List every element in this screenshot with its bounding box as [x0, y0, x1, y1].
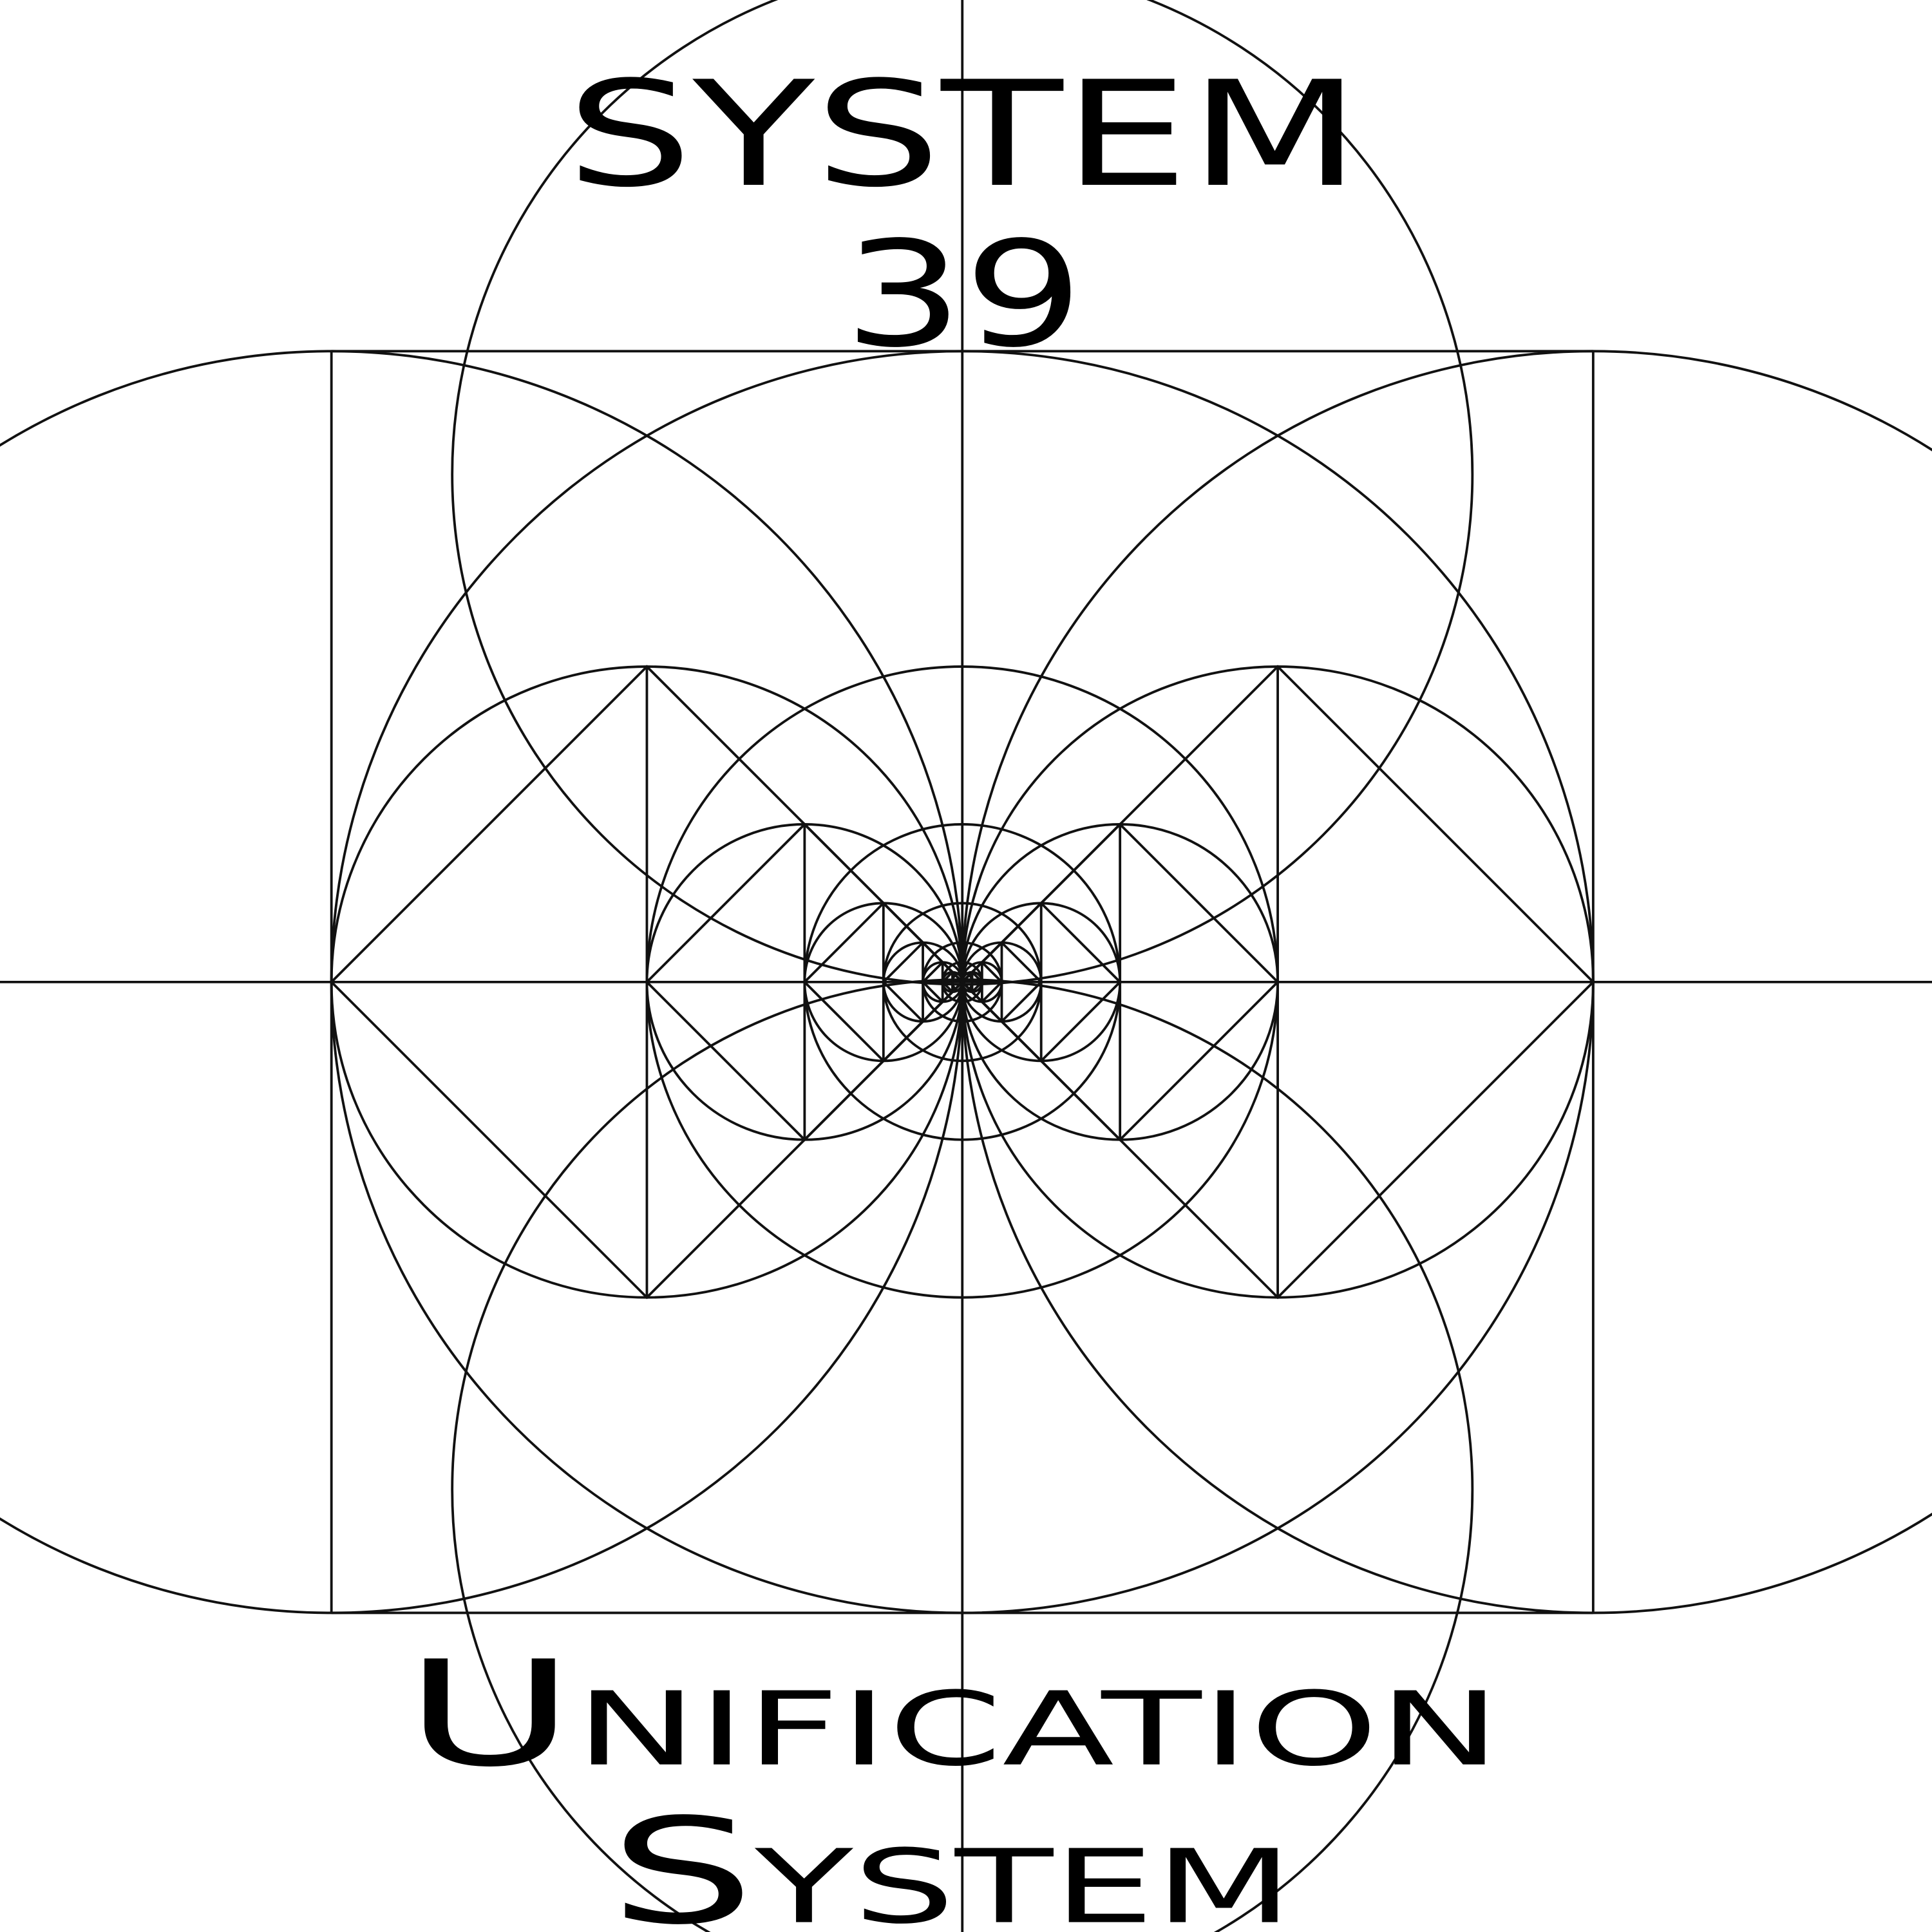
- subtitle-line-1: Unification: [404, 1630, 1501, 1799]
- title-line-2: 39: [844, 211, 1084, 380]
- level-5-diamond-right: [960, 970, 984, 994]
- title-line-1: SYSTEM: [566, 50, 1361, 220]
- subtitle-line-2: System: [609, 1788, 1293, 1932]
